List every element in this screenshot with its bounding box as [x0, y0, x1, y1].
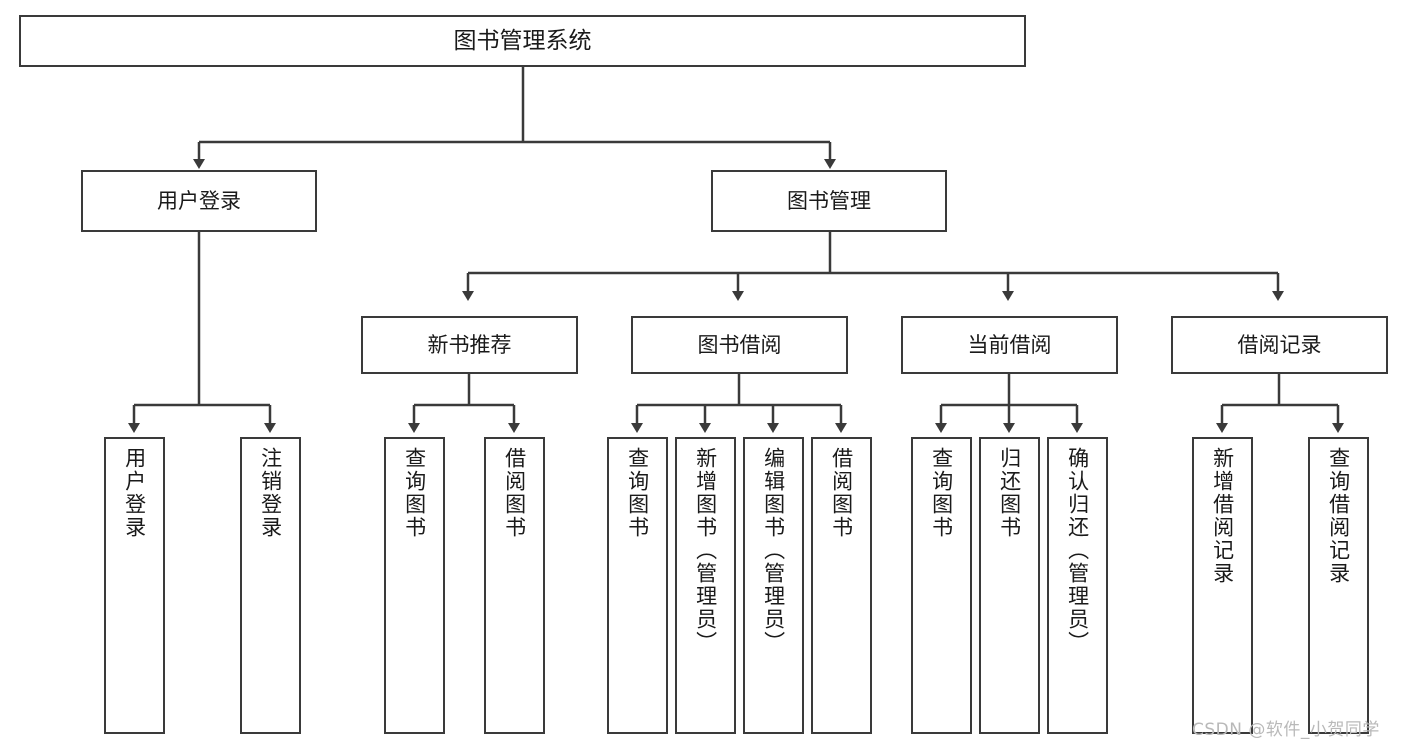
node-book-management[interactable]: 图书管理: [711, 170, 947, 232]
node-label: 查询借阅记录: [1326, 447, 1351, 585]
node-book-borrow[interactable]: 图书借阅: [631, 316, 848, 374]
node-label: 借阅图书: [829, 447, 854, 539]
node-leaf-edit-book[interactable]: 编辑图书（管理员）: [743, 437, 804, 734]
node-label: 编辑图书（管理员）: [761, 447, 786, 654]
node-leaf-borrow-book-recommend[interactable]: 借阅图书: [484, 437, 545, 734]
node-leaf-query-book-current[interactable]: 查询图书: [911, 437, 972, 734]
node-leaf-query-borrow-record[interactable]: 查询借阅记录: [1308, 437, 1369, 734]
node-label: 借阅记录: [1237, 332, 1322, 357]
node-leaf-add-borrow-record[interactable]: 新增借阅记录: [1192, 437, 1253, 734]
node-label: 图书管理: [787, 188, 871, 213]
node-borrow-record[interactable]: 借阅记录: [1171, 316, 1388, 374]
node-label: 查询图书: [929, 447, 954, 539]
node-label: 用户登录: [157, 188, 241, 213]
node-leaf-user-logout[interactable]: 注销登录: [240, 437, 301, 734]
node-label: 当前借阅: [967, 332, 1052, 357]
node-label: 确认归还（管理员）: [1065, 447, 1090, 654]
node-label: 查询图书: [402, 447, 427, 539]
node-leaf-borrow-book[interactable]: 借阅图书: [811, 437, 872, 734]
node-label: 图书管理系统: [453, 27, 592, 54]
node-leaf-return-book[interactable]: 归还图书: [979, 437, 1040, 734]
node-label: 注销登录: [258, 447, 283, 539]
node-label: 查询图书: [625, 447, 650, 539]
node-leaf-query-book-borrow[interactable]: 查询图书: [607, 437, 668, 734]
node-label: 借阅图书: [502, 447, 527, 539]
node-label: 图书借阅: [697, 332, 782, 357]
node-leaf-user-login[interactable]: 用户登录: [104, 437, 165, 734]
node-label: 新增图书（管理员）: [693, 447, 718, 654]
node-current-borrow[interactable]: 当前借阅: [901, 316, 1118, 374]
node-label: 新书推荐: [427, 332, 512, 357]
node-root-system[interactable]: 图书管理系统: [19, 15, 1026, 67]
node-label: 归还图书: [997, 447, 1022, 539]
node-new-book-recommend[interactable]: 新书推荐: [361, 316, 578, 374]
watermark-text: CSDN @软件_小贺同学: [1192, 720, 1380, 740]
node-leaf-query-book-recommend[interactable]: 查询图书: [384, 437, 445, 734]
node-label: 用户登录: [122, 447, 147, 539]
node-label: 新增借阅记录: [1210, 447, 1235, 585]
node-user-login[interactable]: 用户登录: [81, 170, 317, 232]
node-leaf-confirm-return[interactable]: 确认归还（管理员）: [1047, 437, 1108, 734]
node-leaf-add-book[interactable]: 新增图书（管理员）: [675, 437, 736, 734]
